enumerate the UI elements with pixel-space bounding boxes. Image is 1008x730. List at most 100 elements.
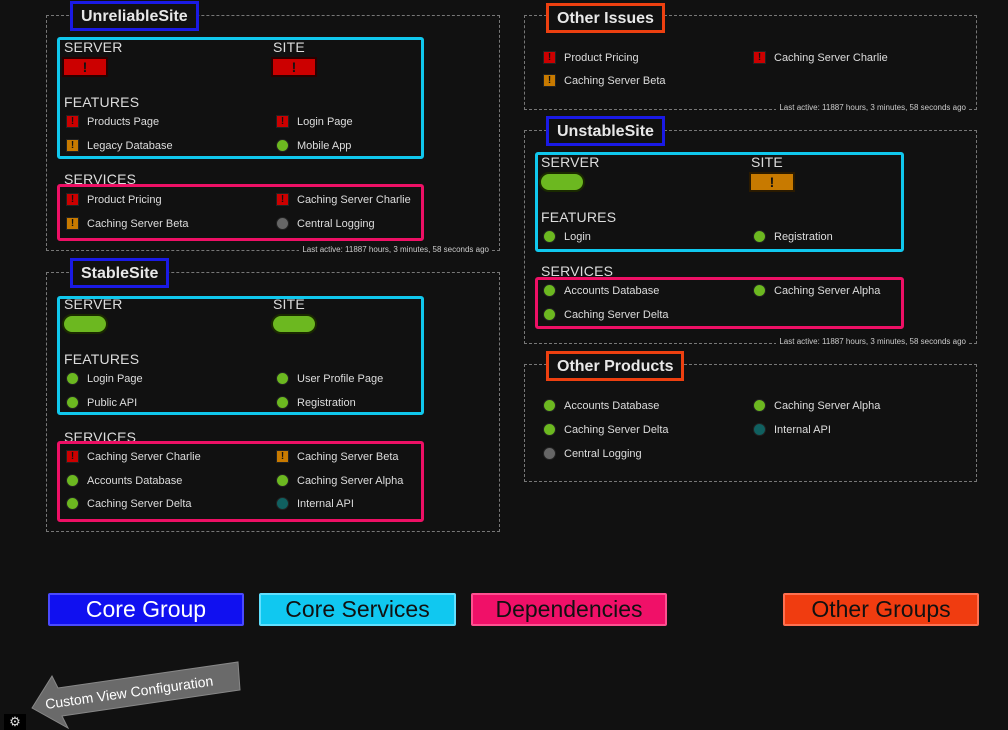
list-item[interactable]: Internal API (276, 496, 354, 512)
warning-status-icon (543, 73, 556, 89)
list-item[interactable]: Product Pricing (543, 50, 639, 66)
warning-status-icon (276, 449, 289, 465)
gear-icon[interactable]: ⚙ (4, 714, 26, 730)
unknown-status-icon (276, 216, 289, 230)
unstable-dependencies-box (535, 277, 904, 329)
unreliable-site-title[interactable]: UnreliableSite (70, 1, 199, 31)
unreliable-features-label: FEATURES (64, 94, 140, 110)
legend-core-services: Core Services (259, 593, 456, 626)
list-item[interactable]: Central Logging (276, 216, 375, 232)
ok-status-icon (543, 283, 556, 297)
unstable-site-panel (524, 130, 977, 344)
list-item[interactable]: Registration (753, 229, 833, 245)
unstable-site-title[interactable]: UnstableSite (546, 116, 665, 146)
unreliable-site-status[interactable] (271, 57, 317, 77)
warning-status-icon (66, 138, 79, 154)
list-item[interactable]: Caching Server Alpha (753, 398, 880, 414)
ok-status-icon (66, 371, 79, 385)
stable-dependencies-box (57, 441, 424, 522)
other-products-panel (524, 364, 977, 482)
ok-status-icon (66, 395, 79, 409)
error-status-icon (66, 114, 79, 130)
error-status-icon (276, 114, 289, 130)
warning-status-icon (66, 216, 79, 232)
unreliable-services-label: SERVICES (64, 171, 137, 187)
legend-dependencies: Dependencies (471, 593, 667, 626)
ok-status-icon (276, 395, 289, 409)
list-item[interactable]: Central Logging (543, 446, 642, 462)
ok-status-icon (276, 473, 289, 487)
stable-site-label: SITE (273, 296, 305, 312)
unknown-status-icon (543, 446, 556, 460)
list-item[interactable]: Accounts Database (543, 398, 659, 414)
unreliable-last-active: Last active: 11887 hours, 3 minutes, 58 … (299, 245, 492, 254)
info-status-icon (753, 422, 766, 436)
stable-site-title[interactable]: StableSite (70, 258, 170, 288)
list-item[interactable]: Caching Server Charlie (753, 50, 888, 66)
other-products-title[interactable]: Other Products (546, 351, 685, 381)
list-item[interactable]: Accounts Database (543, 283, 659, 299)
unstable-server-label: SERVER (541, 154, 600, 170)
unreliable-core-services-box (57, 37, 424, 159)
ok-status-icon (543, 398, 556, 412)
list-item[interactable]: Caching Server Alpha (276, 473, 403, 489)
stable-site-status[interactable] (271, 314, 317, 334)
list-item[interactable]: Caching Server Alpha (753, 283, 880, 299)
ok-status-icon (276, 371, 289, 385)
legend-other-groups: Other Groups (783, 593, 979, 626)
stable-site-panel (46, 272, 500, 532)
unstable-site-status[interactable] (749, 172, 795, 192)
error-status-icon (543, 50, 556, 66)
ok-status-icon (543, 422, 556, 436)
other-issues-panel (524, 15, 977, 110)
unreliable-server-status[interactable] (62, 57, 108, 77)
ok-status-icon (753, 229, 766, 243)
unstable-services-label: SERVICES (541, 263, 614, 279)
list-item[interactable]: Login (543, 229, 591, 245)
list-item[interactable]: User Profile Page (276, 371, 383, 387)
list-item[interactable]: Caching Server Charlie (276, 192, 411, 208)
stable-server-label: SERVER (64, 296, 123, 312)
unstable-core-services-box (535, 152, 904, 252)
ok-status-icon (66, 473, 79, 487)
unreliable-site-panel (46, 15, 500, 251)
list-item[interactable]: Public API (66, 395, 137, 411)
list-item[interactable]: Caching Server Beta (543, 73, 666, 89)
ok-status-icon (543, 307, 556, 321)
list-item[interactable]: Products Page (66, 114, 159, 130)
list-item[interactable]: Registration (276, 395, 356, 411)
error-status-icon (753, 50, 766, 66)
ok-status-icon (66, 496, 79, 510)
info-status-icon (276, 496, 289, 510)
list-item[interactable]: Login Page (66, 371, 143, 387)
list-item[interactable]: Caching Server Beta (276, 449, 399, 465)
ok-status-icon (753, 283, 766, 297)
other-issues-title[interactable]: Other Issues (546, 3, 665, 33)
list-item[interactable]: Login Page (276, 114, 353, 130)
unreliable-site-label: SITE (273, 39, 305, 55)
unreliable-dependencies-box (57, 184, 424, 241)
list-item[interactable]: Caching Server Beta (66, 216, 189, 232)
custom-view-configuration-arrow[interactable]: Custom View Configuration (30, 650, 260, 730)
other-issues-last-active: Last active: 11887 hours, 3 minutes, 58 … (776, 103, 969, 112)
ok-status-icon (276, 138, 289, 152)
list-item[interactable]: Caching Server Delta (543, 422, 669, 438)
legend-core-group: Core Group (48, 593, 244, 626)
error-status-icon (66, 192, 79, 208)
error-status-icon (276, 192, 289, 208)
ok-status-icon (543, 229, 556, 243)
unreliable-server-label: SERVER (64, 39, 123, 55)
unstable-features-label: FEATURES (541, 209, 617, 225)
list-item[interactable]: Accounts Database (66, 473, 182, 489)
list-item[interactable]: Caching Server Delta (543, 307, 669, 323)
list-item[interactable]: Mobile App (276, 138, 351, 154)
list-item[interactable]: Caching Server Charlie (66, 449, 201, 465)
list-item[interactable]: Internal API (753, 422, 831, 438)
list-item[interactable]: Caching Server Delta (66, 496, 192, 512)
unstable-last-active: Last active: 11887 hours, 3 minutes, 58 … (776, 337, 969, 346)
stable-features-label: FEATURES (64, 351, 140, 367)
unstable-server-status[interactable] (539, 172, 585, 192)
stable-server-status[interactable] (62, 314, 108, 334)
list-item[interactable]: Product Pricing (66, 192, 162, 208)
list-item[interactable]: Legacy Database (66, 138, 173, 154)
